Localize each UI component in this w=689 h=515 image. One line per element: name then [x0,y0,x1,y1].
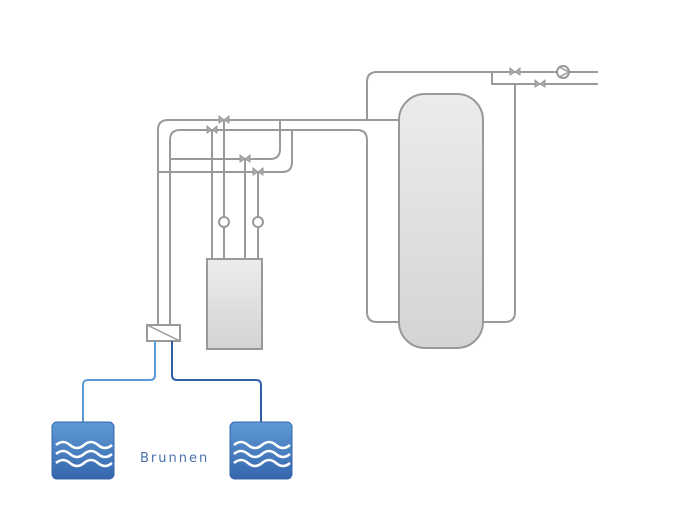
well-pipe-return [171,341,262,422]
well-pipe-supply [82,341,156,422]
storage-tank [398,93,484,349]
check-valve-icons [218,216,264,228]
well-icon [51,421,115,480]
pump-icon [556,65,571,79]
heat-exchanger [146,324,181,342]
boiler [206,258,263,350]
well-label: Brunnen [140,451,210,466]
well-icon [229,421,293,480]
pipes [157,71,598,325]
